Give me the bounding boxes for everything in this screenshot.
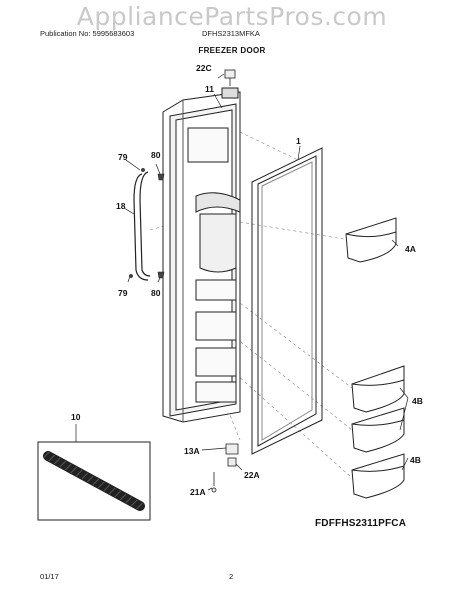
leader-lines (75, 73, 409, 491)
callout-4B-lower: 4B (410, 455, 421, 465)
bottom-hinge-parts (211, 443, 239, 493)
gasket-kit-box (37, 441, 151, 521)
hinge-pin (224, 69, 236, 86)
callout-22A: 22A (244, 470, 260, 480)
door-gasket (251, 147, 323, 455)
watermark: AppliancePartsPros.com (76, 2, 388, 31)
callout-4A: 4A (405, 244, 416, 254)
callout-21A: 21A (190, 487, 206, 497)
callout-80-top: 80 (151, 150, 161, 160)
footer-date: 01/17 (40, 572, 59, 581)
callout-80-bottom: 80 (151, 288, 161, 298)
callout-4B-upper: 4B (412, 396, 423, 406)
callout-79-top: 79 (118, 152, 128, 162)
door-handle (133, 171, 151, 281)
screws (129, 168, 165, 279)
callout-79-bottom: 79 (118, 288, 128, 298)
door-bin-4A (345, 217, 397, 263)
callout-1: 1 (296, 136, 301, 146)
publication-number: Publication No: 5995683603 (40, 29, 135, 38)
section-title: FREEZER DOOR (198, 46, 266, 55)
callout-10: 10 (71, 412, 81, 422)
freezer-door-panel (162, 87, 241, 423)
footer-page-number: 2 (229, 572, 234, 581)
door-bin-4B-upper (351, 365, 405, 413)
callout-18: 18 (116, 201, 126, 211)
door-bin-4B-lower (351, 453, 405, 499)
model-number: DFHS2313MFKA (202, 29, 260, 38)
callout-11: 11 (205, 84, 214, 94)
door-bin-4B-middle (351, 407, 405, 453)
figure-code: FDFFHS2311PFCA (315, 518, 407, 529)
callout-13A: 13A (184, 446, 200, 456)
callout-22C: 22C (196, 63, 212, 73)
